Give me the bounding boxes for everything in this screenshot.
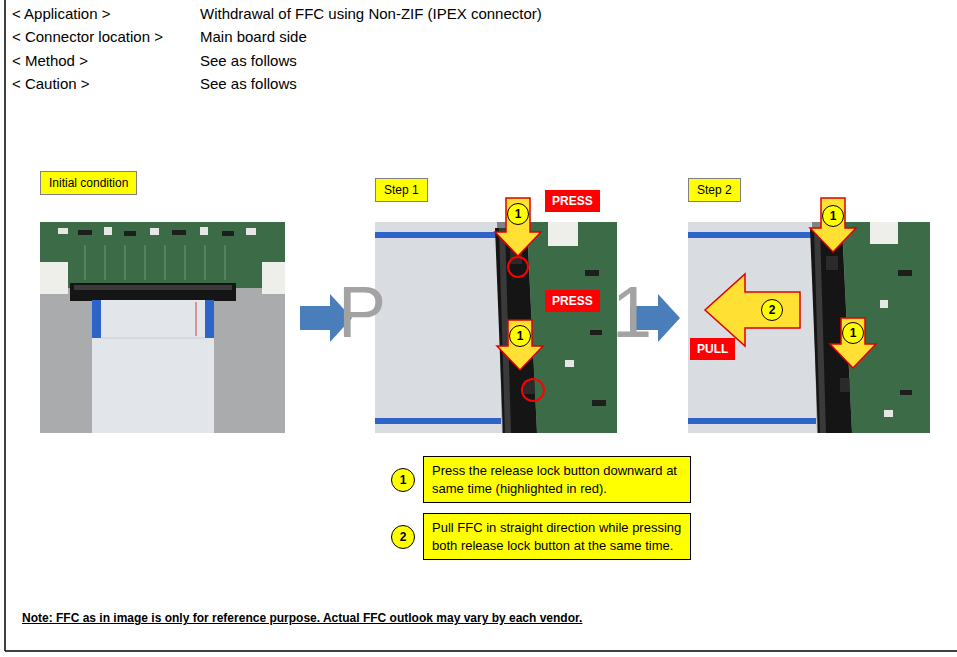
callout-number: 2: [761, 299, 783, 321]
box-text: PRESS: [552, 294, 593, 308]
photo-initial: [40, 222, 285, 433]
highlight-circle: [508, 257, 528, 277]
step-tag: Step 2: [688, 178, 741, 202]
highlight-circle: [522, 379, 544, 401]
callout-number: 1: [509, 325, 531, 347]
pull-arrow: [705, 274, 800, 346]
instruction-box: Pull FFC in straight direction while pre…: [423, 513, 691, 560]
callout-number: 1: [822, 205, 844, 227]
instruction-box: Press the release lock button downward a…: [423, 456, 691, 503]
box-text: Step 1: [384, 183, 419, 197]
callout-digit: 1: [830, 209, 837, 223]
press-arrow: [495, 198, 541, 256]
box-text: Step 2: [697, 183, 732, 197]
callout-digit: 2: [400, 530, 407, 544]
box-text: PRESS: [552, 194, 593, 208]
callout-number: 1: [391, 468, 415, 492]
action-tag: PRESS: [545, 190, 600, 212]
field-label: < Caution >: [12, 75, 90, 93]
action-tag: PRESS: [545, 290, 600, 312]
box-text: Initial condition: [49, 176, 128, 190]
watermark: P: [338, 276, 386, 348]
callout-digit: 1: [850, 326, 857, 340]
press-arrow: [830, 318, 876, 368]
box-text: Press the release lock button downward a…: [432, 463, 677, 496]
step-tag: Step 1: [375, 178, 428, 202]
photo-step2: [688, 222, 930, 433]
box-text: PULL: [697, 342, 728, 356]
callout-number: 1: [842, 322, 864, 344]
watermark: 1: [612, 276, 652, 348]
callout-digit: 1: [515, 207, 522, 221]
photo-step1: [375, 222, 617, 433]
field-label: < Connector location >: [12, 28, 163, 46]
box-text: Pull FFC in straight direction while pre…: [432, 520, 681, 553]
callout-digit: 1: [400, 473, 407, 487]
callout-number: 1: [507, 203, 529, 225]
action-tag: PULL: [690, 338, 735, 360]
press-arrow: [497, 320, 543, 370]
callout-number: 2: [391, 525, 415, 549]
field-label: < Method >: [12, 52, 88, 70]
field-value: Withdrawal of FFC using Non-ZIF (IPEX co…: [200, 5, 542, 23]
field-value: See as follows: [200, 52, 297, 70]
field-value: Main board side: [200, 28, 307, 46]
field-value: See as follows: [200, 75, 297, 93]
press-arrow: [810, 198, 856, 252]
field-label: < Application >: [12, 5, 110, 23]
step-tag: Initial condition: [40, 171, 137, 195]
callout-digit: 2: [769, 303, 776, 317]
note-text: Note: FFC as in image is only for refere…: [22, 611, 582, 625]
callout-digit: 1: [517, 329, 524, 343]
